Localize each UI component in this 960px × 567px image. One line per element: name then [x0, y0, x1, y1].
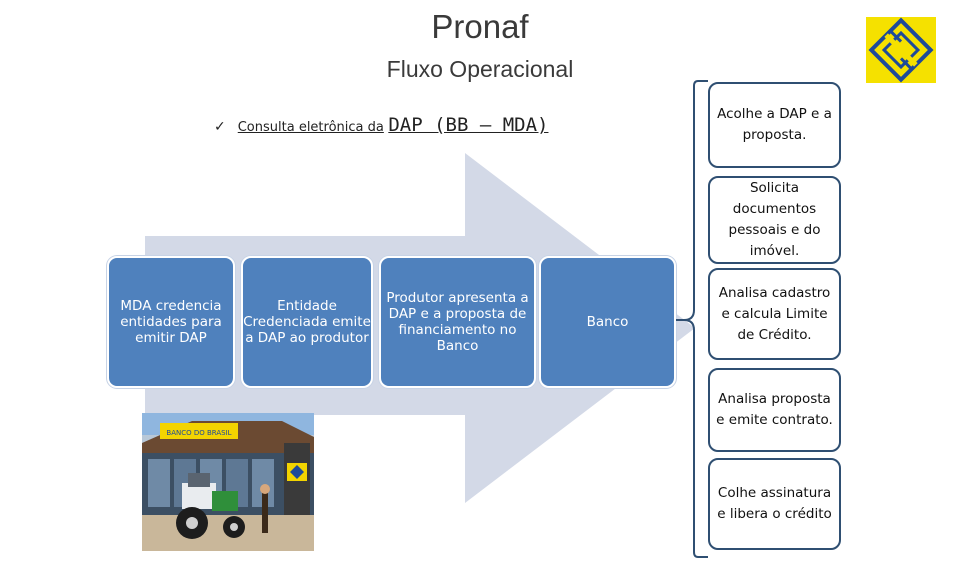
step-mda: MDA credencia entidades para emitir DAP — [107, 256, 235, 388]
step-entidade: Entidade Credenciada emite a DAP ao prod… — [241, 256, 373, 388]
bank-branch-photo: BANCO DO BRASIL — [142, 413, 314, 551]
bullet-text-part2: DAP (BB – MDA) — [388, 114, 549, 136]
task-solicita: Solicita documentos pessoais e do imóvel… — [708, 176, 841, 264]
step-banco: Banco — [539, 256, 676, 388]
page-title: Pronaf — [431, 8, 529, 45]
task-analisa-proposta: Analisa proposta e emite contrato. — [708, 368, 841, 452]
task-colhe: Colhe assinatura e libera o crédito — [708, 458, 841, 550]
consulta-bullet: ✓ Consulta eletrônica da DAP (BB – MDA) — [214, 114, 548, 136]
task-analisa-cadastro: Analisa cadastro e calcula Limite de Cré… — [708, 268, 841, 360]
task-acolhe: Acolhe a DAP e a proposta. — [708, 82, 841, 168]
checkmark-icon: ✓ — [214, 119, 226, 135]
page-subtitle: Fluxo Operacional — [386, 56, 574, 82]
bank-sign-text: BANCO DO BRASIL — [166, 429, 231, 437]
banco-do-brasil-logo — [866, 17, 936, 83]
bank-tasks-brace — [676, 80, 708, 558]
bullet-text-part1: Consulta eletrônica da — [237, 120, 384, 135]
step-produtor: Produtor apresenta a DAP e a proposta de… — [379, 256, 536, 388]
